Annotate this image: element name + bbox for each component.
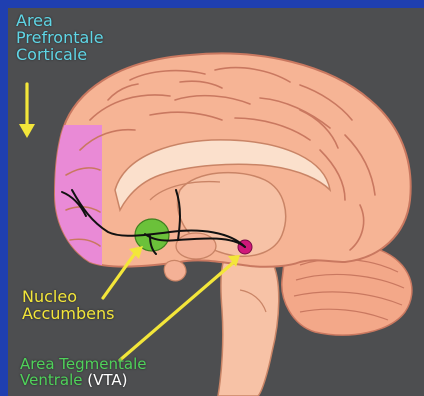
accumbens-label-line-2: Accumbens (22, 306, 114, 323)
prefrontal-cortex-label: Area Prefrontale Corticale (16, 13, 104, 63)
vta-abbreviation: (VTA) (87, 371, 127, 389)
nucleus-accumbens-label: Nucleo Accumbens (22, 289, 114, 323)
pituitary (164, 260, 186, 280)
vta-label-line-2: Ventrale (20, 371, 82, 389)
prefrontal-label-line-3: Corticale (16, 47, 104, 64)
left-border (0, 0, 8, 396)
prefrontal-arrow-head (19, 124, 35, 138)
vta-label: Area Tegmentale Ventrale (VTA) (20, 357, 146, 389)
hypothalamus (176, 233, 216, 259)
brain-stem (218, 249, 279, 396)
prefrontal-region (40, 125, 102, 285)
top-border (0, 0, 424, 8)
